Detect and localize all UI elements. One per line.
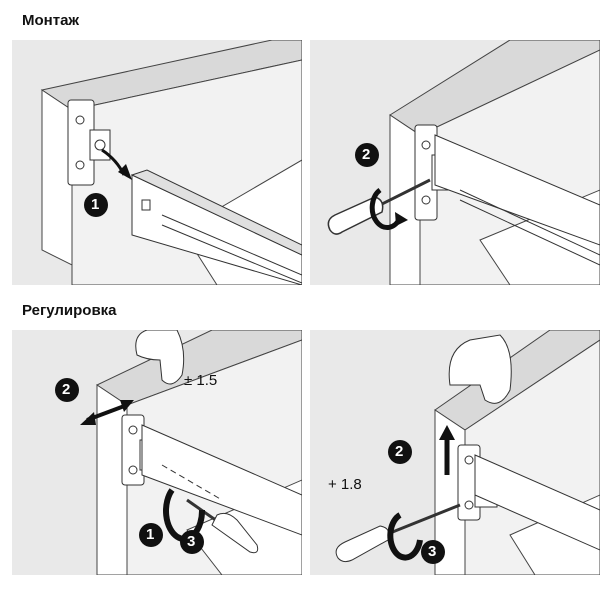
adjust-value: + 1.8	[328, 476, 362, 493]
panel-mount-step-1: 1	[12, 40, 302, 285]
step-number-b: 3	[428, 543, 437, 560]
heading-adjustment: Регулировка	[22, 302, 117, 319]
step-number-a: 2	[395, 443, 404, 460]
step-number-b: 1	[146, 526, 155, 543]
step-number-a: 2	[62, 381, 71, 398]
panel-adjust-lateral: 2 1 3 ± 1.5	[12, 330, 302, 575]
step-number: 1	[91, 196, 100, 213]
step-number-c: 3	[187, 533, 196, 550]
illustration-adjust-height	[335, 330, 600, 575]
adjust-value: ± 1.5	[184, 372, 218, 389]
illustration-mount-screw	[327, 40, 600, 285]
heading-mounting: Монтаж	[22, 12, 80, 29]
panel-adjust-height: 2 3 + 1.8	[310, 330, 600, 575]
illustration-mount-hook	[40, 40, 302, 285]
step-number: 2	[362, 146, 371, 163]
illustration-adjust-lateral	[80, 330, 302, 575]
badge-step	[84, 193, 108, 217]
badge-step-a	[55, 378, 204, 554]
panel-mount-step-2: 2	[310, 40, 600, 285]
badge-step-a	[388, 440, 445, 564]
badge-step	[355, 143, 379, 167]
